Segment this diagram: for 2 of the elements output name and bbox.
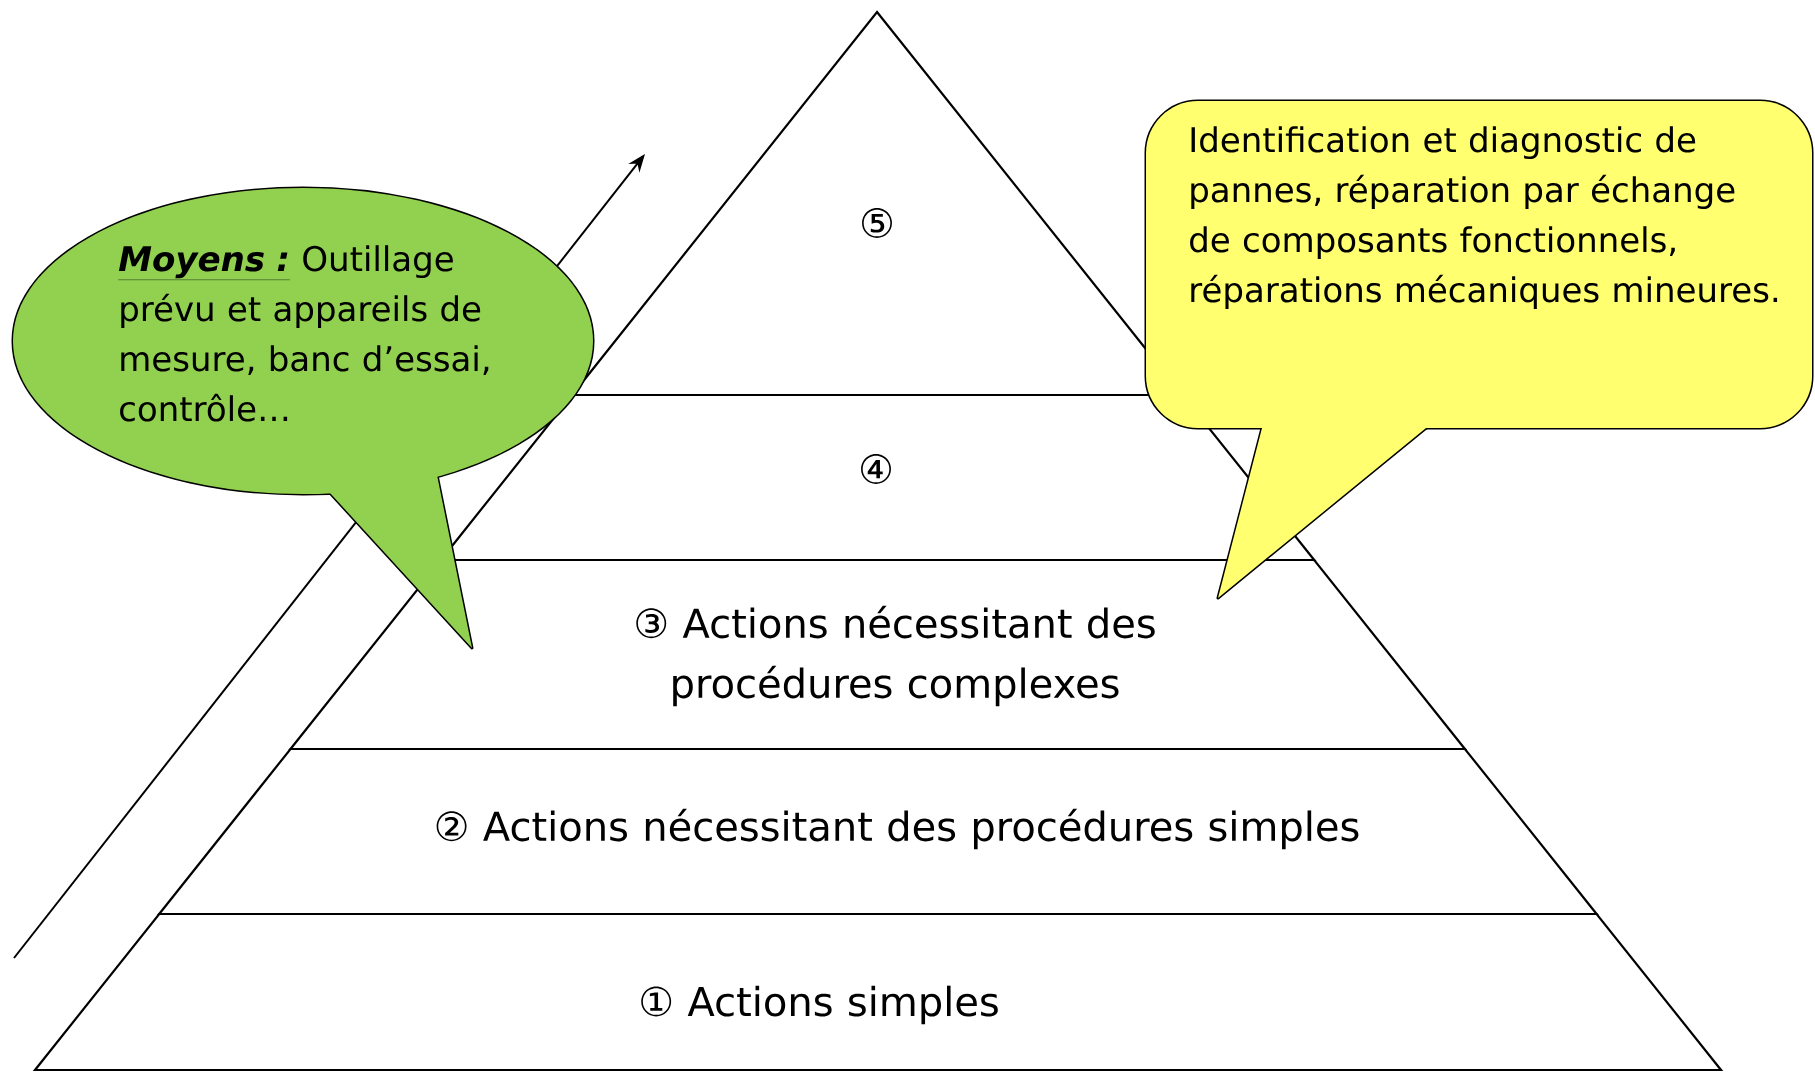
- speech-bubble: Moyens : Outillage prévu et appareils de mesure, banc d’essai, contrôle…: [11, 186, 595, 650]
- speech-bubble: Identification et diagnostic de pannes, réparation par échange de composants fonctionnels, réparations mécaniques mineures.: [1144, 99, 1814, 600]
